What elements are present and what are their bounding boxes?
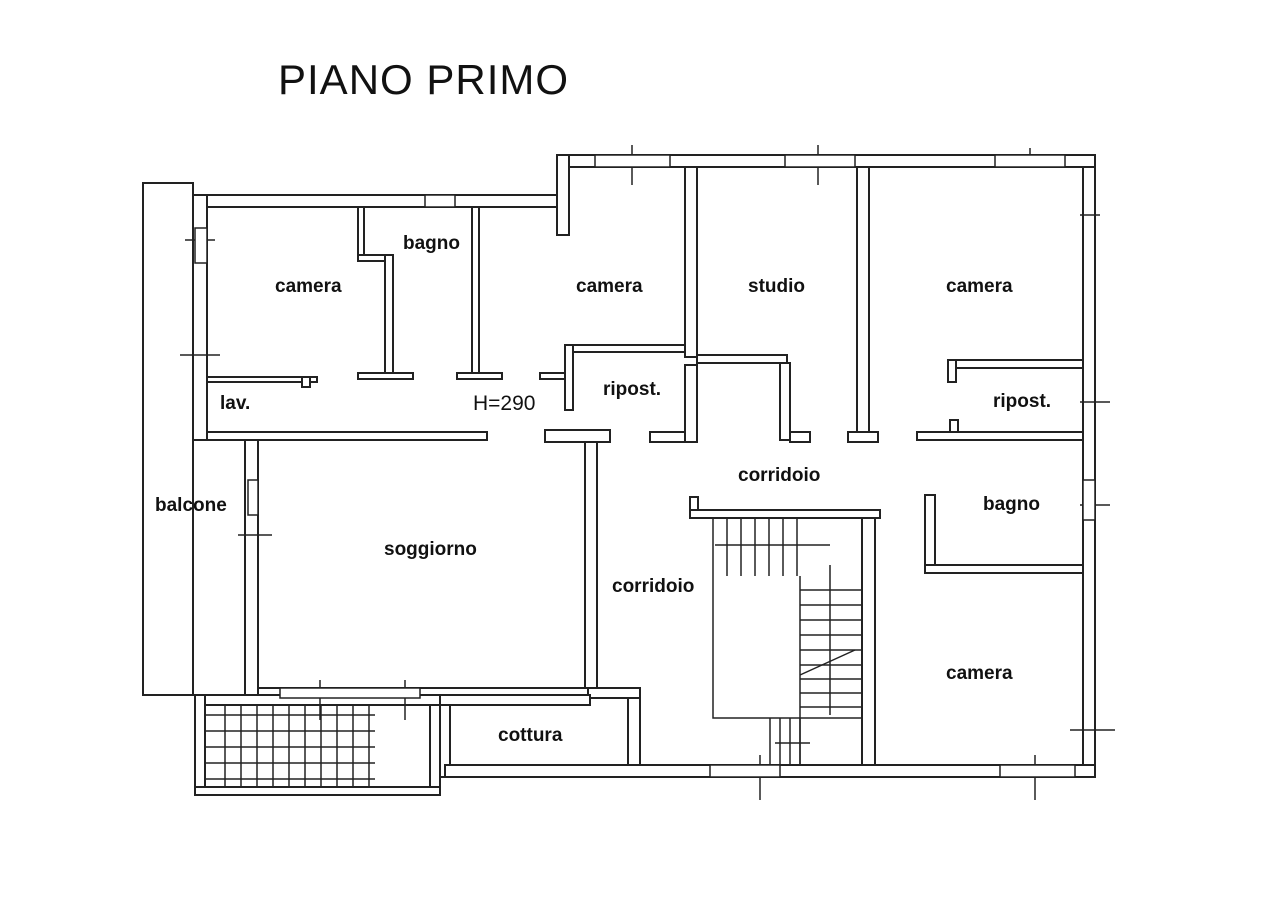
wall <box>684 166 698 358</box>
wall <box>916 431 1084 441</box>
wall <box>194 694 206 796</box>
wall <box>564 344 574 411</box>
walls <box>142 154 1096 796</box>
wall <box>627 697 641 776</box>
room-label-bagno-1: bagno <box>403 233 460 254</box>
window <box>784 154 856 168</box>
room-label-cottura: cottura <box>498 725 563 746</box>
room-label-ripost-2: ripost. <box>993 391 1052 412</box>
wall <box>357 372 414 380</box>
room-label-lav: lav. <box>220 393 251 414</box>
wall <box>456 372 503 380</box>
wall <box>947 359 1084 369</box>
wall <box>684 364 698 443</box>
room-label-studio: studio <box>748 276 805 297</box>
wall <box>564 344 686 353</box>
wall <box>194 786 441 796</box>
wall <box>947 359 957 383</box>
wall <box>949 419 959 433</box>
window <box>247 479 259 516</box>
room-label-soggiorno: soggiorno <box>384 539 477 560</box>
wall <box>206 376 318 383</box>
wall <box>779 362 791 441</box>
height-note: H=290 <box>473 392 536 415</box>
wall <box>429 704 441 788</box>
wall <box>439 694 591 706</box>
window <box>194 227 208 264</box>
wall <box>142 182 194 696</box>
wall <box>539 372 566 380</box>
wall <box>301 376 311 388</box>
wall <box>544 429 611 443</box>
room-label-camera-4: camera <box>946 663 1013 684</box>
wall <box>206 431 488 441</box>
wall <box>584 441 598 691</box>
wall <box>924 564 1084 574</box>
room-label-balcone: balcone <box>155 495 227 516</box>
window <box>999 764 1076 778</box>
wall <box>556 154 570 236</box>
room-label-ripost-1: ripost. <box>603 379 662 400</box>
room-label-camera-2: camera <box>576 276 643 297</box>
wall <box>357 206 365 260</box>
window <box>424 194 456 208</box>
wall <box>244 439 259 696</box>
room-label-corridoio-1: corridoio <box>738 465 821 486</box>
stair-well <box>712 517 863 719</box>
window <box>994 154 1066 168</box>
room-label-corridoio-2: corridoio <box>612 576 695 597</box>
wall <box>696 354 788 364</box>
room-label-bagno-2: bagno <box>983 494 1040 515</box>
wall <box>861 517 876 766</box>
window <box>1082 479 1096 521</box>
wall <box>192 194 558 208</box>
window <box>709 764 781 778</box>
wall <box>584 687 641 699</box>
wall <box>1082 166 1096 776</box>
staircase <box>205 517 863 787</box>
wall <box>924 494 936 571</box>
room-label-camera-1: camera <box>275 276 342 297</box>
wall <box>856 166 870 441</box>
windows <box>180 145 1115 800</box>
wall <box>471 206 480 376</box>
wall <box>689 509 881 519</box>
room-label-camera-3: camera <box>946 276 1013 297</box>
floor-title: PIANO PRIMO <box>278 56 570 103</box>
wall <box>789 431 811 443</box>
wall <box>384 254 394 376</box>
window <box>279 687 421 699</box>
wall <box>847 431 879 443</box>
stair-break-line <box>799 649 856 676</box>
window <box>594 154 671 168</box>
